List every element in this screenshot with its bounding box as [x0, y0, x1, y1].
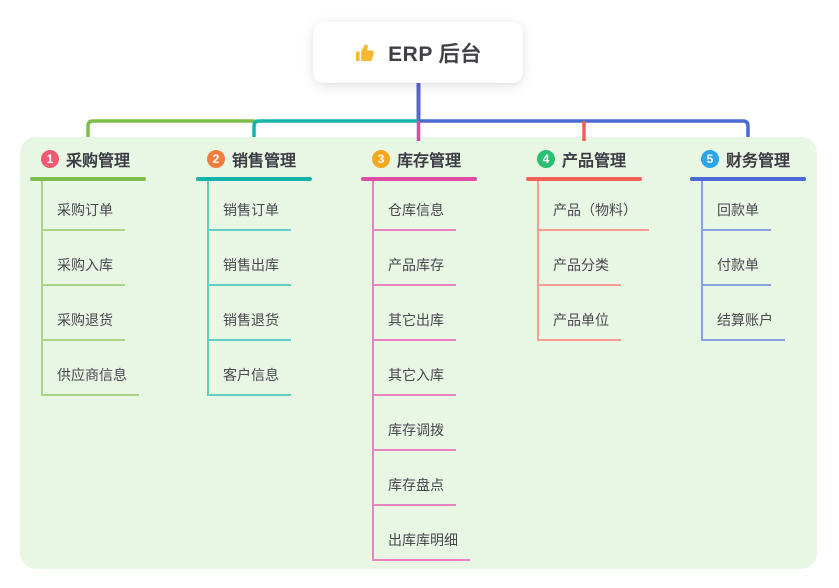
topic-title: 财务管理	[726, 153, 791, 170]
child-label[interactable]: 产品分类	[537, 255, 621, 286]
topic-title: 库存管理	[397, 153, 462, 170]
branches-panel	[20, 137, 817, 569]
children-group: 仓库信息 产品库存 其它出库 其它入库 库存调拨 库存盘点 出库库明细	[372, 181, 477, 561]
child-node: 销售出库	[207, 231, 312, 286]
root-title: ERP 后台	[388, 42, 482, 66]
child-node: 采购退货	[41, 286, 146, 341]
topic-underline	[196, 177, 312, 181]
branch-number-badge: 1	[41, 150, 59, 168]
branch-number-badge: 2	[207, 150, 225, 168]
child-label[interactable]: 客户信息	[207, 365, 291, 396]
child-label[interactable]: 采购退货	[41, 310, 125, 341]
children-group: 销售订单 销售出库 销售退货 客户信息	[207, 181, 312, 396]
topic-underline	[361, 177, 477, 181]
topic-title: 产品管理	[562, 153, 627, 170]
child-node: 回款单	[701, 181, 806, 231]
branch-purchase: 1 采购管理 采购订单 采购入库 采购退货 供应商信息	[30, 149, 146, 396]
child-node: 付款单	[701, 231, 806, 286]
child-node: 其它出库	[372, 286, 477, 341]
branch-sales: 2 销售管理 销售订单 销售出库 销售退货 客户信息	[196, 149, 312, 396]
child-node: 产品单位	[537, 286, 642, 341]
child-label[interactable]: 库存盘点	[372, 475, 456, 506]
child-label[interactable]: 仓库信息	[372, 200, 456, 231]
child-label[interactable]: 回款单	[701, 200, 771, 231]
child-label[interactable]: 产品库存	[372, 255, 456, 286]
branch-number-badge: 3	[372, 150, 390, 168]
children-group: 回款单 付款单 结算账户	[701, 181, 806, 341]
child-node: 销售订单	[207, 181, 312, 231]
children-group: 采购订单 采购入库 采购退货 供应商信息	[41, 181, 146, 396]
topic-underline	[526, 177, 642, 181]
topic-title: 销售管理	[232, 153, 297, 170]
connector-branch-sales	[252, 119, 419, 137]
child-node: 供应商信息	[41, 341, 146, 396]
child-node: 仓库信息	[372, 181, 477, 231]
branch-number-badge: 5	[701, 150, 719, 168]
child-node: 库存盘点	[372, 451, 477, 506]
topic-node-purchase[interactable]: 1 采购管理	[30, 149, 146, 170]
child-node: 库存调拨	[372, 396, 477, 451]
topic-node-sales[interactable]: 2 销售管理	[196, 149, 312, 170]
child-label[interactable]: 销售出库	[207, 255, 291, 286]
child-label[interactable]: 库存调拨	[372, 420, 456, 451]
child-node: 销售退货	[207, 286, 312, 341]
topic-node-finance[interactable]: 5 财务管理	[690, 149, 806, 170]
child-node: 客户信息	[207, 341, 312, 396]
child-label[interactable]: 付款单	[701, 255, 771, 286]
thumbs-up-icon	[354, 41, 378, 65]
child-label[interactable]: 结算账户	[701, 310, 785, 341]
branch-product: 4 产品管理 产品（物料） 产品分类 产品单位	[526, 149, 649, 341]
child-label[interactable]: 采购订单	[41, 200, 125, 231]
child-node: 结算账户	[701, 286, 806, 341]
root-node[interactable]: ERP 后台	[313, 22, 523, 83]
child-node: 产品分类	[537, 231, 642, 286]
topic-node-product[interactable]: 4 产品管理	[526, 149, 642, 170]
branch-number-badge: 4	[537, 150, 555, 168]
child-label[interactable]: 销售订单	[207, 200, 291, 231]
child-label[interactable]: 产品单位	[537, 310, 621, 341]
child-label[interactable]: 供应商信息	[41, 365, 139, 396]
child-node: 其它入库	[372, 341, 477, 396]
topic-underline	[690, 177, 806, 181]
child-label[interactable]: 产品（物料）	[537, 200, 649, 231]
child-label[interactable]: 其它入库	[372, 365, 456, 396]
child-label[interactable]: 采购入库	[41, 255, 125, 286]
branch-inventory: 3 库存管理 仓库信息 产品库存 其它出库 其它入库 库存调拨 库存盘点 出库库…	[361, 149, 477, 561]
connector-branch-purchase	[86, 119, 255, 137]
child-label[interactable]: 其它出库	[372, 310, 456, 341]
topic-title: 采购管理	[66, 153, 131, 170]
topic-underline	[30, 177, 146, 181]
child-node: 采购订单	[41, 181, 146, 231]
topic-node-inventory[interactable]: 3 库存管理	[361, 149, 477, 170]
child-node: 采购入库	[41, 231, 146, 286]
child-node: 产品库存	[372, 231, 477, 286]
child-label[interactable]: 销售退货	[207, 310, 291, 341]
child-label[interactable]: 出库库明细	[372, 530, 470, 561]
child-node: 出库库明细	[372, 506, 477, 561]
branch-finance: 5 财务管理 回款单 付款单 结算账户	[690, 149, 806, 341]
children-group: 产品（物料） 产品分类 产品单位	[537, 181, 649, 341]
connector-branch-finance	[418, 119, 750, 137]
child-node: 产品（物料）	[537, 181, 649, 231]
